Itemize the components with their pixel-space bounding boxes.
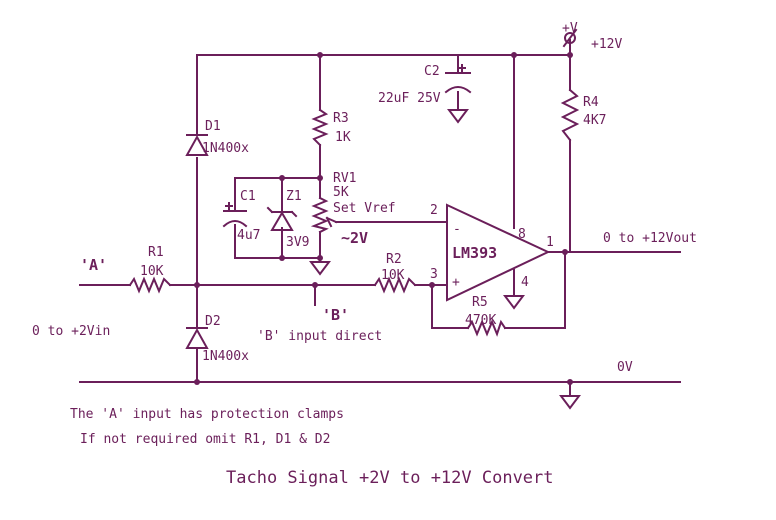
rv1-ref-label: RV1 — [333, 171, 356, 186]
c2-ref-label: C2 — [424, 64, 440, 79]
c1-ref-label: C1 — [240, 189, 256, 204]
d1-value-label: 1N400x — [202, 141, 249, 156]
c1-value-label: 4u7 — [237, 228, 260, 243]
labels: +V +12V C2 22uF 25V R3 1K R4 4K7 D1 1N40… — [32, 21, 697, 488]
junction-output — [562, 249, 568, 255]
r3-ref-label: R3 — [333, 111, 349, 126]
r5-left-wire — [431, 284, 469, 329]
note-line-2: If not required omit R1, D1 & D2 — [80, 432, 330, 447]
d2-diode-symbol — [185, 327, 209, 349]
noninverting-input-sign: + — [452, 275, 460, 290]
r1-ref-label: R1 — [148, 245, 164, 260]
r4-resistor-symbol — [560, 88, 580, 142]
pin4-ground-icon — [503, 295, 525, 310]
rail-ground-icon — [559, 395, 581, 410]
rv1-ground-icon — [309, 261, 331, 276]
output-range-label: 0 to +12Vout — [603, 231, 697, 246]
z1-zener-symbol — [266, 206, 298, 231]
lm393-ref-label: LM393 — [452, 244, 497, 262]
junction-ground-symbol — [567, 379, 573, 385]
z1-value-label: 3V9 — [286, 235, 309, 250]
c2-capacitor-symbol — [444, 64, 472, 94]
rv1-potentiometer-symbol — [310, 196, 329, 234]
input-b-label: 'B' — [322, 306, 349, 324]
r1-value-label: 10K — [140, 264, 164, 279]
r4-ref-label: R4 — [583, 95, 599, 110]
junction-input-b — [312, 282, 318, 288]
r2-value-label: 10K — [381, 268, 405, 283]
z1-ref-label: Z1 — [286, 189, 302, 204]
rv1-approx-label: ~2V — [341, 229, 368, 247]
pin8-label: 8 — [518, 227, 526, 242]
input-b-desc-label: 'B' input direct — [257, 329, 382, 344]
c2-ground-icon — [447, 109, 469, 124]
junction-r4-top — [567, 52, 573, 58]
junction-rv1-bottom — [317, 255, 323, 261]
junction-d1-d2 — [194, 282, 200, 288]
junction-z1-bottom — [279, 255, 285, 261]
r2-resistor-symbol — [373, 276, 417, 294]
r2-ref-label: R2 — [386, 252, 402, 267]
supply-icon — [562, 28, 578, 48]
junctions — [194, 52, 573, 385]
r5-ref-label: R5 — [472, 295, 488, 310]
diagram-title: Tacho Signal +2V to +12V Convert — [226, 468, 554, 488]
rv1-value-label: 5K — [333, 185, 349, 200]
r1-resistor-symbol — [128, 276, 172, 294]
r5-right-wire — [504, 251, 566, 329]
r5-resistor-symbol — [466, 319, 507, 337]
r5-value-label: 470K — [465, 313, 496, 328]
d2-value-label: 1N400x — [202, 349, 249, 364]
r4-value-label: 4K7 — [583, 113, 606, 128]
lm393-comparator-symbol — [446, 203, 551, 302]
c1-z1-bottom-wire — [234, 224, 321, 259]
pin4-label: 4 — [521, 275, 529, 290]
d1-ref-label: D1 — [205, 119, 221, 134]
junction-rv1-top — [317, 175, 323, 181]
inverting-input-sign: - — [453, 222, 461, 237]
junction-d2-ground — [194, 379, 200, 385]
ground-label: 0V — [617, 360, 633, 375]
rv1-wiper-arrow — [325, 216, 338, 228]
junction-r5-input — [429, 282, 435, 288]
supply-value-label: +12V — [591, 37, 622, 52]
junction-z1-top — [279, 175, 285, 181]
c2-value-label: 22uF 25V — [378, 91, 441, 106]
r3-value-label: 1K — [335, 130, 351, 145]
junction-pin8-top — [511, 52, 517, 58]
c1-capacitor-symbol — [222, 202, 248, 228]
r3-resistor-symbol — [311, 108, 329, 147]
pin3-label: 3 — [430, 267, 438, 282]
input-a-label: 'A' — [80, 256, 107, 274]
d1-diode-symbol — [185, 134, 209, 156]
input-a-range-label: 0 to +2Vin — [32, 324, 110, 339]
pin2-label: 2 — [430, 203, 438, 218]
d2-ref-label: D2 — [205, 314, 221, 329]
wires — [79, 39, 681, 397]
note-line-1: The 'A' input has protection clamps — [70, 407, 344, 422]
junction-r3-top — [317, 52, 323, 58]
rv1-note-label: Set Vref — [333, 201, 396, 216]
pin1-label: 1 — [546, 235, 554, 250]
supply-symbol-label: +V — [562, 21, 578, 36]
